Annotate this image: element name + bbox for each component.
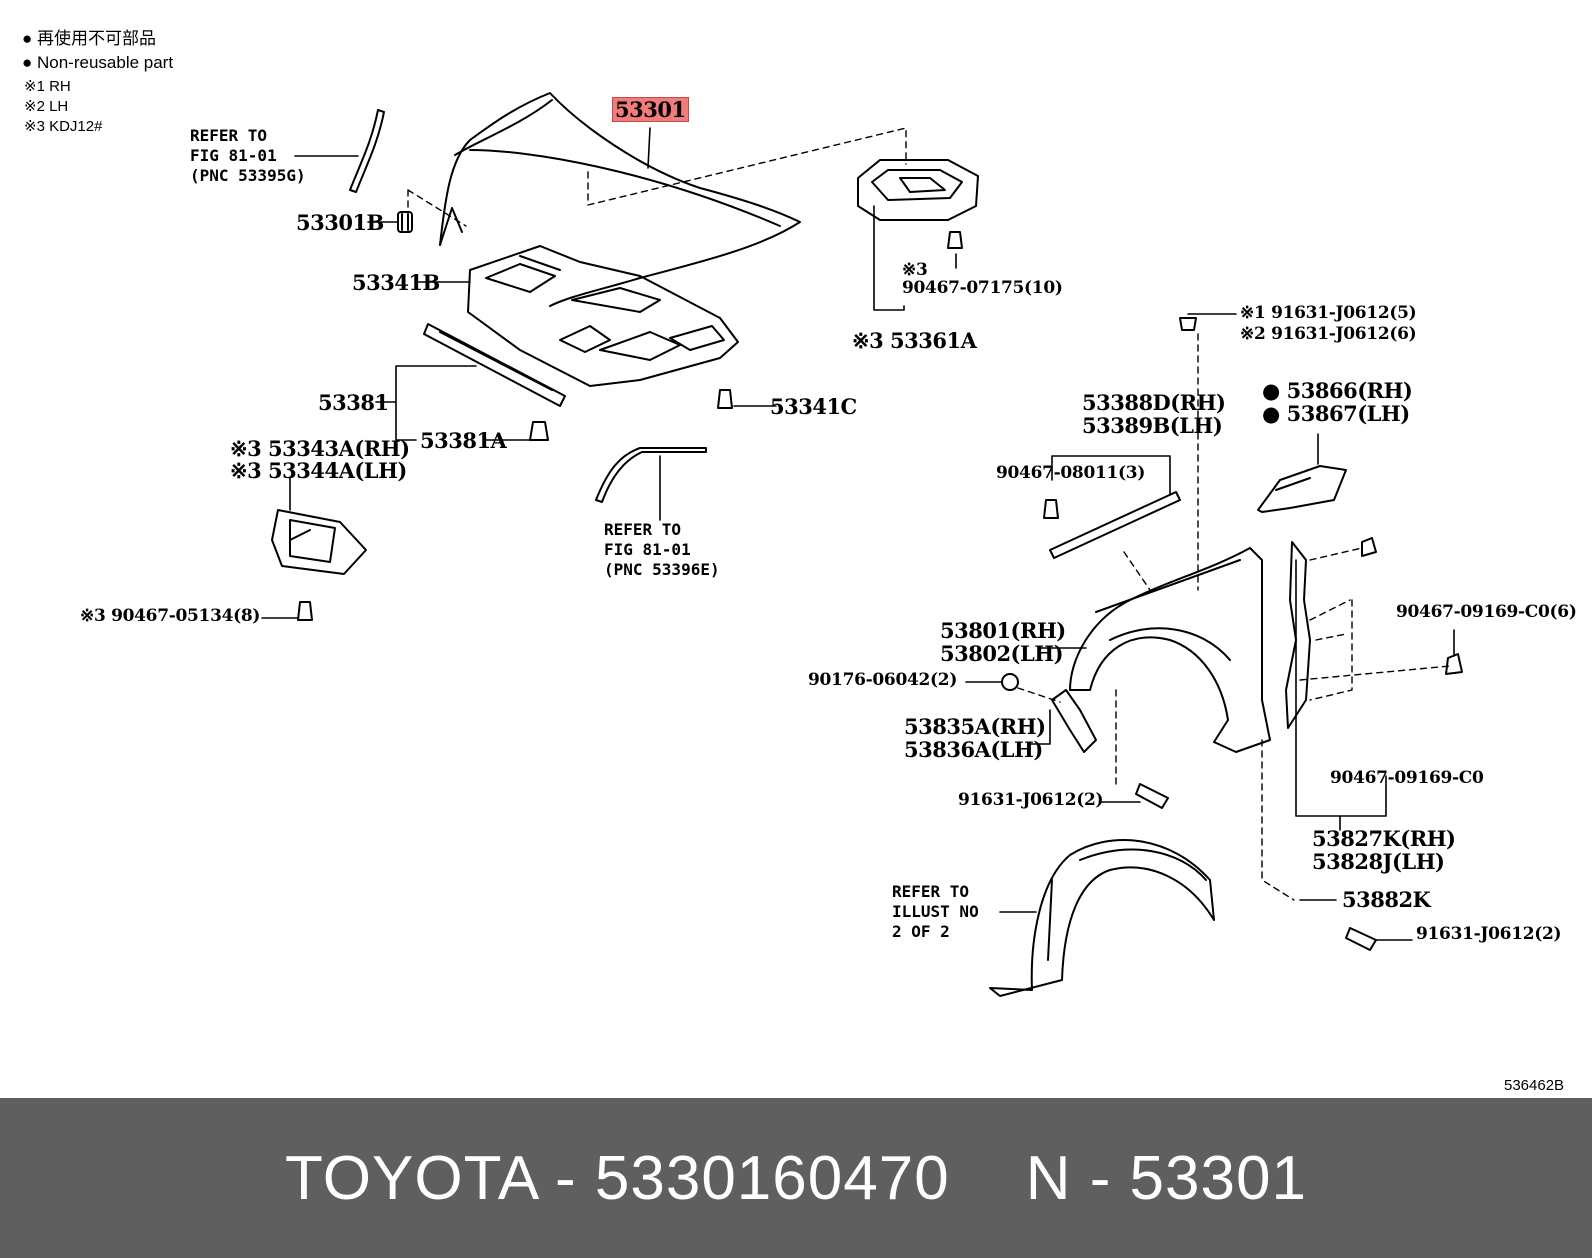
- footer-pnc: N - 53301: [1025, 1143, 1307, 1213]
- legend-non-reusable: ● Non-reusable part: [22, 53, 174, 72]
- callout-53301b[interactable]: 53301B: [296, 210, 384, 235]
- callout-53381[interactable]: 53381: [318, 390, 389, 415]
- reference-note-illust: REFER TO ILLUST NO 2 OF 2: [892, 882, 979, 941]
- legend-japanese: ● 再使用不可部品: [22, 29, 156, 48]
- leader-lines: [261, 127, 1455, 941]
- callout-90176-06042[interactable]: 90176-06042(2): [808, 670, 958, 690]
- callout-53835a[interactable]: 53835A(RH): [904, 714, 1046, 739]
- callout-53341c[interactable]: 53341C: [770, 394, 857, 419]
- callout-90467-08011[interactable]: 90467-08011(3): [996, 463, 1146, 483]
- callout-53344a[interactable]: ※3 53344A(LH): [230, 458, 407, 483]
- callout-90467-09169-c0[interactable]: 90467-09169-C0: [1330, 768, 1484, 788]
- reference-note-53395g: REFER TO FIG 81-01 (PNC 53395G): [190, 126, 306, 185]
- callout-90467-09169-c0-6[interactable]: 90467-09169-C0(6): [1396, 602, 1577, 622]
- callout-53836a[interactable]: 53836A(LH): [904, 737, 1043, 762]
- callout-91631-j0612-2a[interactable]: 91631-J0612(2): [958, 790, 1104, 810]
- callout-53388d[interactable]: 53388D(RH): [1082, 390, 1226, 415]
- callout-53389b[interactable]: 53389B(LH): [1082, 413, 1223, 438]
- callout-91631-j0612-rh[interactable]: ※1 91631-J0612(5): [1240, 303, 1417, 323]
- diagram-drawing: [261, 92, 1463, 997]
- figure-code: 536462B: [1504, 1077, 1565, 1094]
- callout-53867[interactable]: ● 53867(LH): [1262, 401, 1410, 426]
- callout-53866[interactable]: ● 53866(RH): [1262, 378, 1413, 403]
- parts-diagram: ● 再使用不可部品 ● Non-reusable part ※1 RH ※2 L…: [22, 29, 1577, 1094]
- hood-scoop-illustration: [857, 159, 979, 221]
- wheel-liner-illustration: [989, 839, 1215, 997]
- fender-liner-panel-illustration: [1285, 541, 1311, 729]
- callout-90467-07175[interactable]: 90467-07175(10): [902, 278, 1063, 298]
- legend-note-rh: ※1 RH: [24, 78, 71, 95]
- assembly-lines: [407, 127, 1451, 901]
- callout-91631-j0612-lh[interactable]: ※2 91631-J0612(6): [1240, 324, 1417, 344]
- hood-bracket-illustration: [271, 509, 367, 575]
- footer-brand-part-number: TOYOTA - 5330160470: [285, 1143, 950, 1213]
- hood-insulator-illustration: [467, 245, 739, 387]
- callout-90467-07175-note: ※3: [902, 260, 928, 280]
- legend-note-kdj: ※3 KDJ12#: [24, 118, 103, 135]
- moulding-illustration: [349, 109, 707, 503]
- callout-53343a[interactable]: ※3 53343A(RH): [230, 436, 410, 461]
- callout-53827k[interactable]: 53827K(RH): [1312, 826, 1456, 851]
- callout-53882k[interactable]: 53882K: [1342, 887, 1431, 912]
- legend-note-lh: ※2 LH: [24, 98, 69, 115]
- cushion-illustration: [397, 211, 413, 233]
- callout-53381a[interactable]: 53381A: [420, 428, 507, 453]
- callout-90467-05134[interactable]: ※3 90467-05134(8): [80, 606, 261, 626]
- reference-note-53396e: REFER TO FIG 81-01 (PNC 53396E): [604, 520, 720, 579]
- fender-bracket-illustration: [1051, 689, 1097, 753]
- callout-53301-highlighted[interactable]: 53301: [612, 97, 689, 122]
- callout-53828j[interactable]: 53828J(LH): [1312, 849, 1445, 874]
- callout-53802[interactable]: 53802(LH): [940, 641, 1064, 666]
- hood-illustration: [439, 92, 801, 307]
- callout-91631-j0612-2b[interactable]: 91631-J0612(2): [1416, 924, 1562, 944]
- mudguard-illustration: [1257, 465, 1347, 513]
- front-fender-illustration: [1069, 547, 1271, 753]
- footer-banner: TOYOTA - 5330160470 N - 53301: [0, 1098, 1592, 1258]
- fender-moulding-illustration: [1049, 491, 1181, 559]
- callout-53361a[interactable]: ※3 53361A: [852, 328, 977, 353]
- callout-53801[interactable]: 53801(RH): [940, 618, 1066, 643]
- callout-53341b[interactable]: 53341B: [352, 270, 440, 295]
- hood-seal-illustration: [423, 323, 566, 407]
